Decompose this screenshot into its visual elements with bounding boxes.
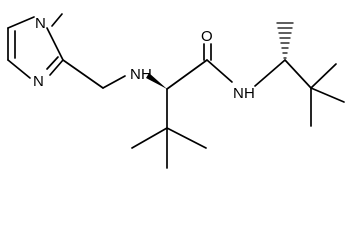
hashed-wedge-methyl	[276, 22, 294, 59]
bond-n1-c2	[46, 27, 64, 61]
bond-c2-n3	[49, 59, 64, 76]
bond-quaternary-methyl-up	[310, 63, 337, 89]
atom-label-h-amine: H	[141, 66, 152, 83]
bond-quaternary-methyl-right	[166, 127, 207, 149]
bond-n3-c4	[7, 59, 31, 79]
atom-label-nh-amide: N H	[233, 85, 255, 102]
bond-quaternary-methyl-right	[310, 87, 345, 103]
atom-label-nh-amine: N H	[130, 66, 152, 83]
tert-butyl-left	[131, 88, 207, 169]
bond-ch2-nh	[102, 75, 126, 89]
bond-c2-n3-double	[46, 56, 59, 70]
tert-butyl-right	[284, 59, 345, 127]
bond-namide-stereocenter	[254, 59, 286, 87]
bond-c5-n1	[7, 16, 35, 29]
bond-quaternary-methyl-left	[131, 127, 168, 149]
atom-label-n-amine: N	[130, 66, 141, 83]
atom-label-h-amide: H	[244, 85, 255, 102]
atom-label-n-methyl: N	[35, 15, 46, 32]
imidazole-ring	[7, 16, 64, 79]
wedge-bond-alpha-nh	[146, 73, 167, 89]
atom-label-n-imine: N	[33, 73, 44, 90]
bond-alpha-carbonyl	[166, 59, 208, 90]
atom-label-n-amide: N	[233, 85, 244, 102]
bond-c2-ch2	[62, 59, 104, 89]
bond-carbonyl-namide	[206, 59, 233, 83]
bond-n1-methyl	[51, 13, 63, 27]
chemical-structure-diagram: N N N H O N H	[7, 13, 345, 169]
bond-stereocenter-quaternary	[284, 59, 312, 89]
atom-label-o-carbonyl: O	[201, 28, 213, 45]
